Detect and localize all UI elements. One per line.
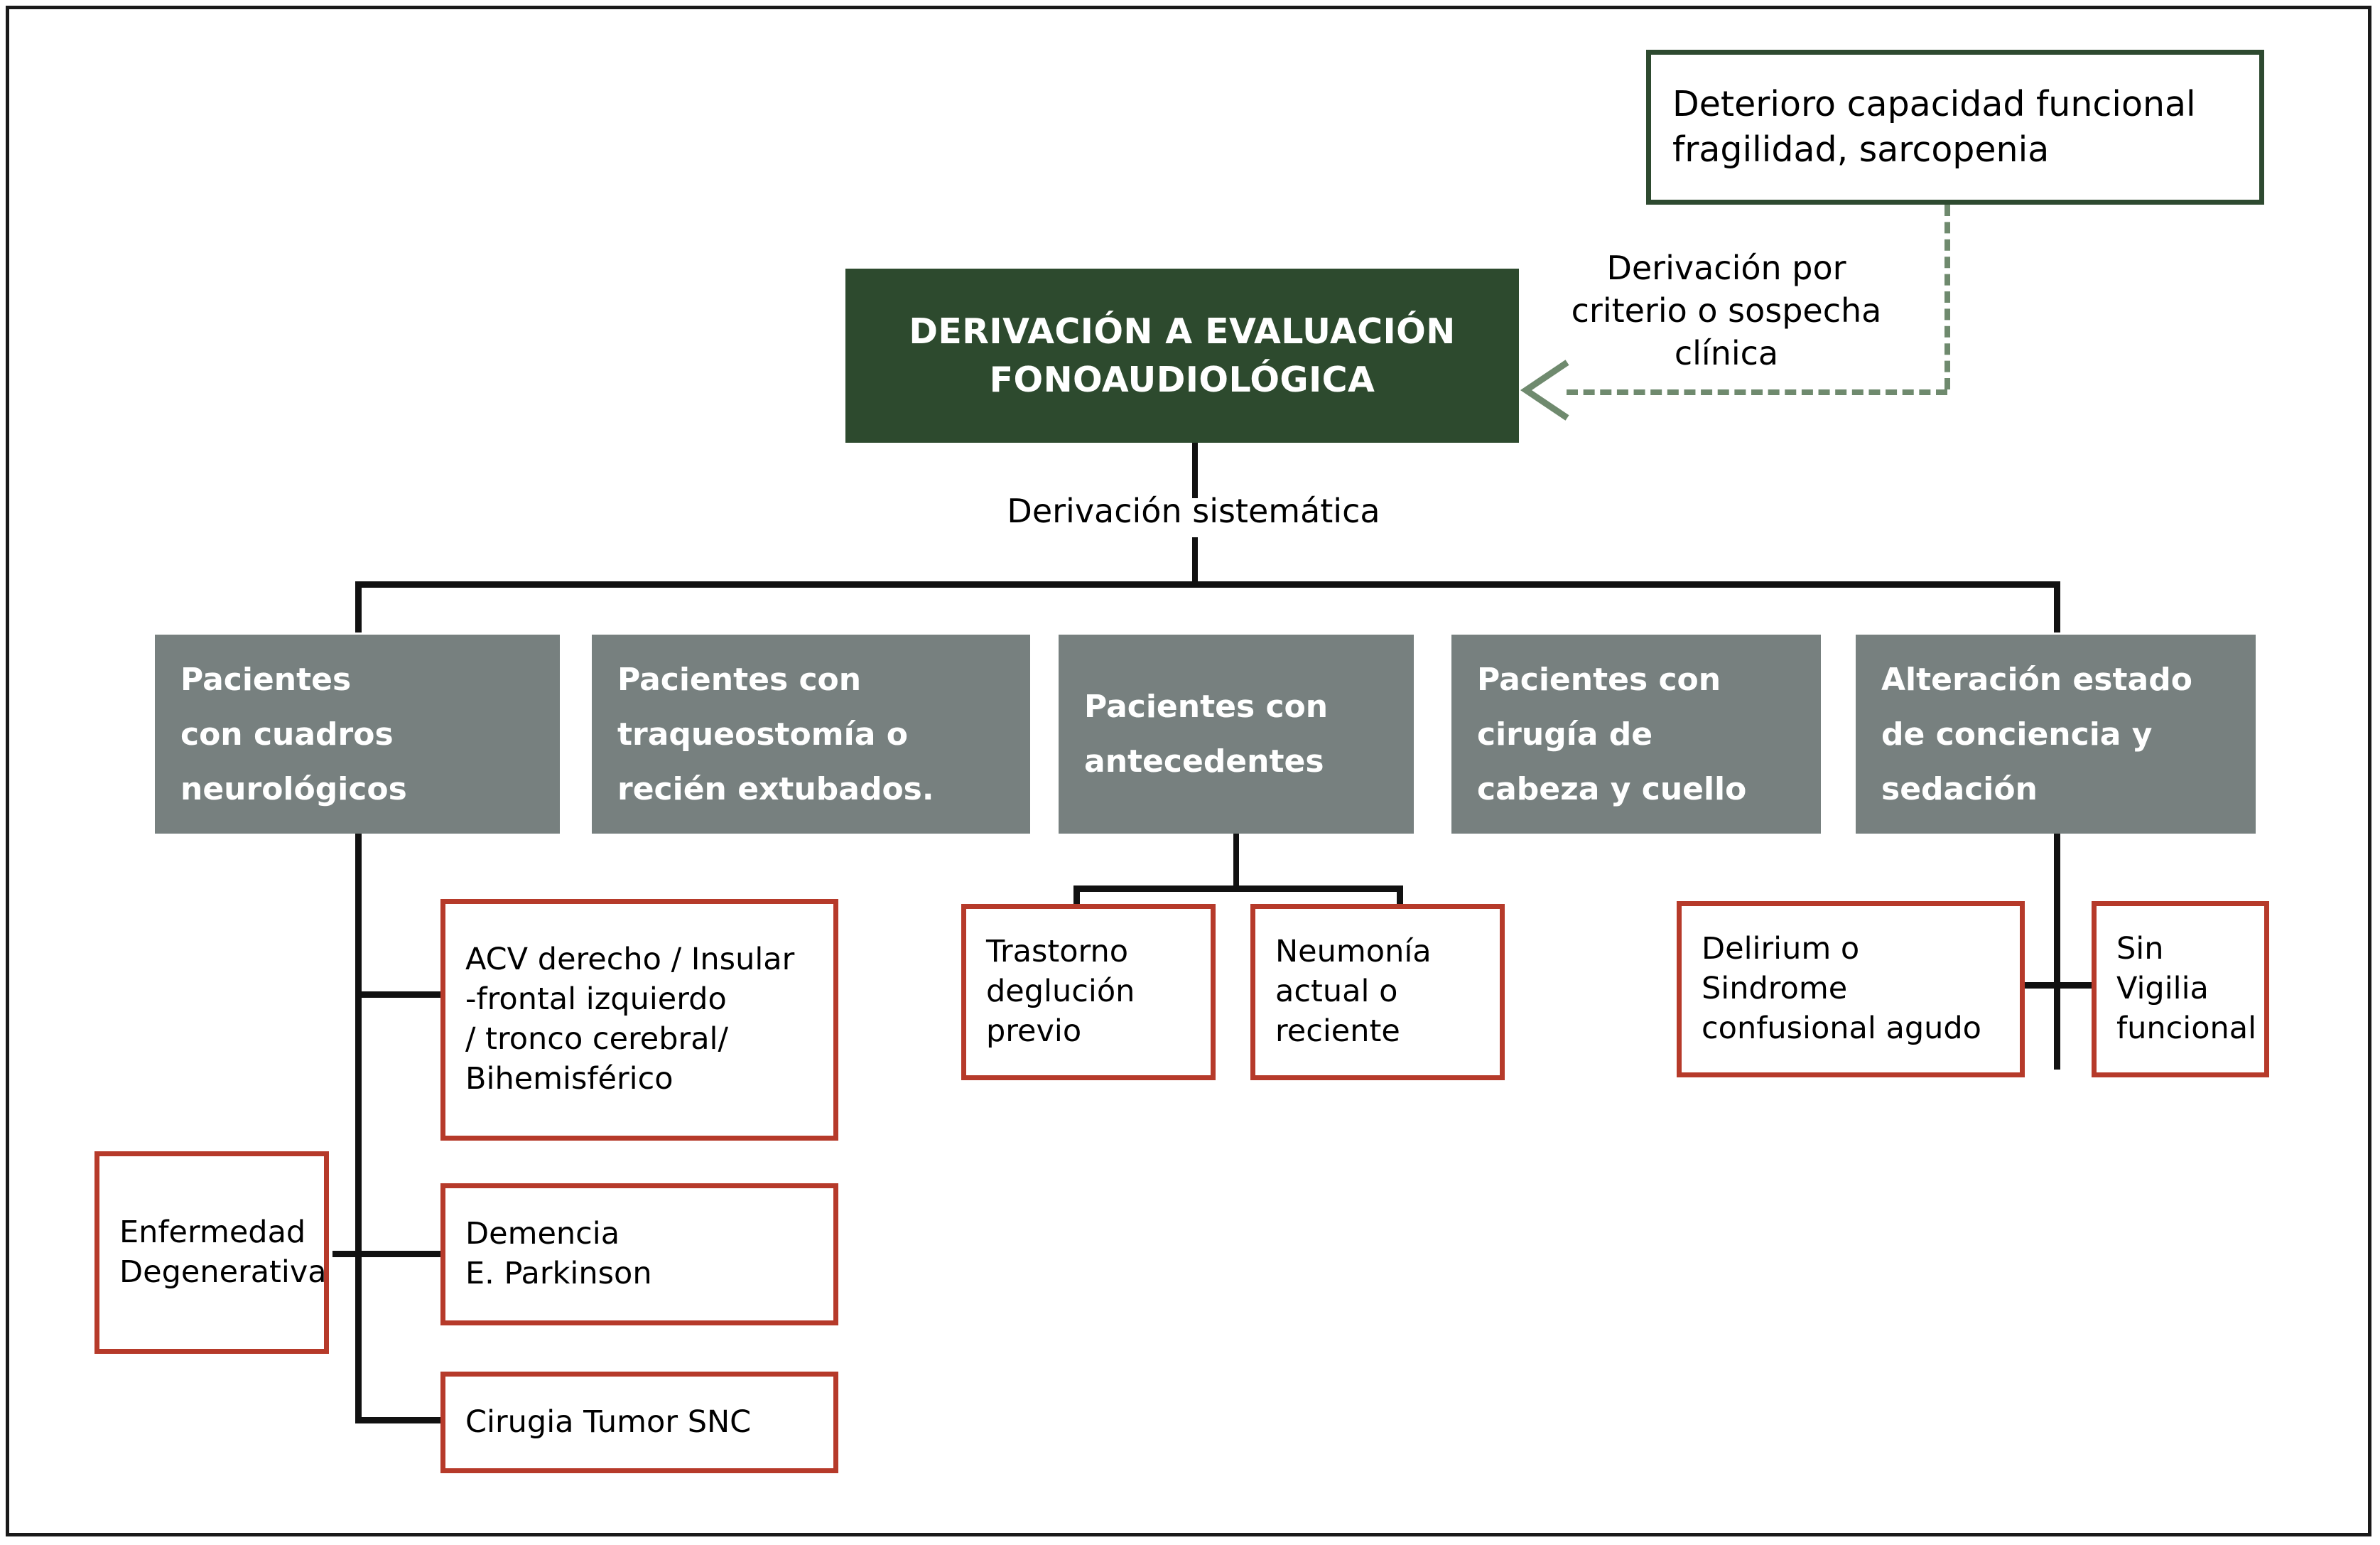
category-cirugia-line3: cabeza y cuello — [1477, 770, 1747, 807]
edge-label-criterio-line2: criterio o sospecha — [1571, 291, 1882, 330]
category-neurologicos-line3: neurológicos — [180, 770, 407, 807]
detail-acv-line1: ACV derecho / Insular — [465, 942, 795, 978]
trigger-box-line1: Deterioro capacidad funcional — [1672, 84, 2196, 125]
category-antecedentes-line1: Pacientes con — [1084, 689, 1329, 725]
detail-cirugia-tumor-line1: Cirugia Tumor SNC — [465, 1404, 752, 1440]
category-traqueostomia-line2: traqueostomía o — [617, 716, 908, 753]
detail-degenerativa-line2: Degenerativa — [119, 1254, 327, 1290]
edge-label-criterio-line1: Derivación por — [1606, 249, 1846, 287]
category-antecedentes-line2: antecedentes — [1084, 743, 1324, 780]
detail-sin-vigilia-line3: funcional — [2116, 1010, 2257, 1046]
detail-neumonia-line1: Neumonía — [1275, 934, 1432, 970]
trigger-box-deterioro-funcional[interactable]: Deterioro capacidad funcional fragilidad… — [1646, 50, 2264, 205]
connector-alteracion-crossbar — [2020, 982, 2098, 989]
detail-box-neumonia[interactable]: Neumonía actual o reciente — [1250, 904, 1505, 1080]
dashed-connector-vertical — [1944, 205, 1950, 389]
connector-neuro-to-demencia — [355, 1251, 444, 1257]
category-box-traqueostomia[interactable]: Pacientes con traqueostomía o recién ext… — [592, 635, 1030, 834]
category-box-antecedentes[interactable]: Pacientes con antecedentes — [1059, 635, 1414, 834]
category-traqueostomia-line1: Pacientes con — [617, 661, 862, 698]
detail-box-cirugia-tumor-snc[interactable]: Cirugia Tumor SNC — [440, 1372, 838, 1473]
connector-neuro-to-acv — [355, 991, 444, 998]
detail-trastorno-line1: Trastorno — [986, 934, 1129, 970]
detail-box-trastorno-deglucion[interactable]: Trastorno deglución previo — [961, 904, 1216, 1080]
dashed-connector-horizontal — [1567, 389, 1947, 395]
detail-demencia-line2: E. Parkinson — [465, 1256, 652, 1291]
category-alteracion-line1: Alteración estado — [1881, 661, 2192, 698]
edge-label-criterio: Derivación por criterio o sospecha clíni… — [1570, 247, 1883, 375]
category-cirugia-line2: cirugía de — [1477, 716, 1653, 753]
edge-label-sistematica: Derivación sistemática — [1007, 492, 1380, 530]
connector-bus-drop-right — [2054, 581, 2060, 632]
connector-degenerativa-stub — [332, 1251, 361, 1257]
connector-horizontal-bus — [355, 581, 2060, 588]
detail-box-enfermedad-degenerativa[interactable]: Enfermedad Degenerativa — [94, 1151, 329, 1354]
detail-acv-line2: -frontal izquierdo — [465, 981, 727, 1018]
detail-sin-vigilia-line1: Sin — [2116, 931, 2164, 967]
category-alteracion-line3: sedación — [1881, 770, 2038, 807]
connector-alteracion-spine — [2054, 834, 2060, 1070]
detail-acv-line3: / tronco cerebral/ — [465, 1021, 728, 1057]
connector-header-to-label — [1192, 443, 1198, 498]
connector-neuro-spine — [355, 834, 362, 1423]
header-box-derivacion-evaluacion[interactable]: DERIVACIÓN A EVALUACIÓN FONOAUDIOLÓGICA — [845, 269, 1519, 443]
detail-delirium-line3: confusional agudo — [1702, 1010, 1981, 1046]
detail-neumonia-line3: reciente — [1275, 1013, 1400, 1049]
detail-acv-line4: Bihemisférico — [465, 1060, 674, 1097]
header-box-line2: FONOAUDIOLÓGICA — [989, 359, 1375, 400]
connector-neuro-to-cirugia-tumor — [355, 1417, 444, 1423]
detail-delirium-line2: Sindrome — [1702, 971, 1848, 1007]
edge-label-criterio-line3: clínica — [1674, 333, 1779, 372]
detail-neumonia-line2: actual o — [1275, 974, 1398, 1010]
category-neurologicos-line1: Pacientes — [180, 661, 352, 698]
detail-box-acv[interactable]: ACV derecho / Insular -frontal izquierdo… — [440, 899, 838, 1141]
connector-antecedentes-bus — [1073, 885, 1403, 892]
category-box-neurologicos[interactable]: Pacientes con cuadros neurológicos — [155, 635, 560, 834]
connector-antecedentes-stem — [1233, 834, 1239, 890]
detail-demencia-line1: Demencia — [465, 1216, 620, 1252]
detail-trastorno-line3: previo — [986, 1013, 1082, 1049]
detail-box-demencia-parkinson[interactable]: Demencia E. Parkinson — [440, 1183, 838, 1325]
header-box-line1: DERIVACIÓN A EVALUACIÓN — [909, 311, 1456, 352]
connector-label-to-bus — [1192, 537, 1198, 587]
detail-trastorno-line2: deglución — [986, 974, 1135, 1010]
detail-box-delirium[interactable]: Delirium o Sindrome confusional agudo — [1677, 901, 2025, 1077]
category-cirugia-line1: Pacientes con — [1477, 661, 1721, 698]
trigger-box-line2: fragilidad, sarcopenia — [1672, 129, 2050, 170]
detail-delirium-line1: Delirium o — [1702, 931, 1860, 967]
category-neurologicos-line2: con cuadros — [180, 716, 394, 753]
category-traqueostomia-line3: recién extubados. — [617, 770, 934, 807]
connector-bus-drop-left — [355, 581, 362, 632]
category-alteracion-line2: de conciencia y — [1881, 716, 2153, 753]
detail-degenerativa-line1: Enfermedad — [119, 1214, 306, 1250]
detail-sin-vigilia-line2: Vigilia — [2116, 971, 2209, 1007]
category-box-alteracion-conciencia[interactable]: Alteración estado de conciencia y sedaci… — [1856, 635, 2256, 834]
category-box-cirugia-cabeza-cuello[interactable]: Pacientes con cirugía de cabeza y cuello — [1451, 635, 1821, 834]
detail-box-sin-vigilia[interactable]: Sin Vigilia funcional — [2092, 901, 2269, 1077]
